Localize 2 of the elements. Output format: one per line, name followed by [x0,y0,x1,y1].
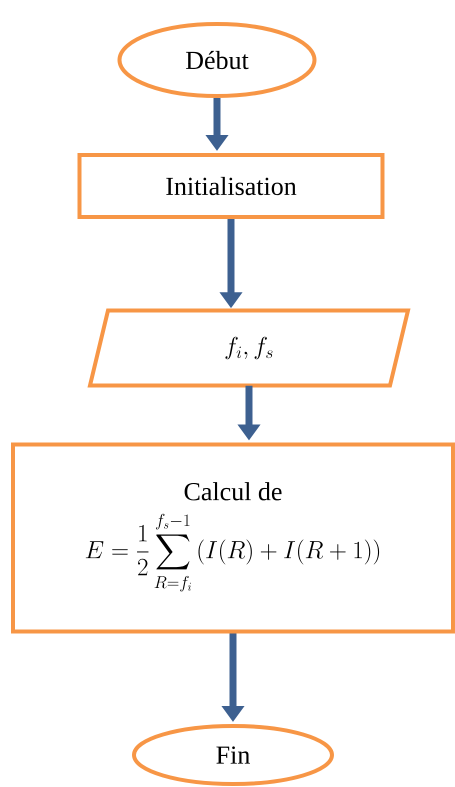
process-box: Calcul de $E = \frac{1}{2}\sum_{R=f_i}^{f_s-1}\left(I(R)+I(R+1)\right)$ [11,442,455,634]
process-box: Initialisation [78,153,384,219]
